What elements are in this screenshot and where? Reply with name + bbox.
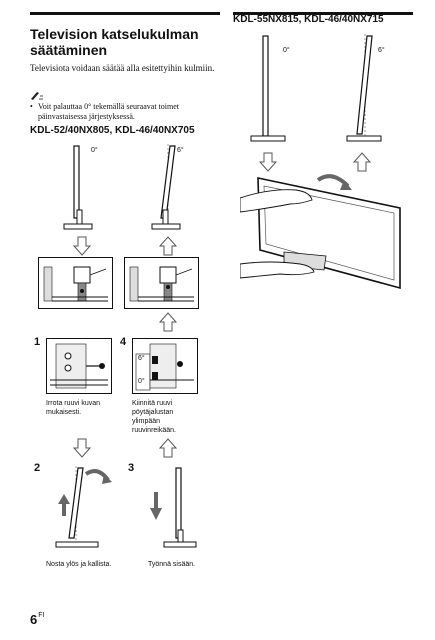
note: • Voit palauttaa 0° tekemällä seuraavat … <box>30 102 220 122</box>
note-pencil-icon <box>31 92 43 100</box>
tilt-tv-hands-figure <box>240 174 401 290</box>
model-title-right: KDL-55NX815, KDL-46/40NX715 <box>233 14 384 25</box>
heading-rule-right <box>233 12 413 15</box>
angle-label-6: 6° <box>378 47 385 54</box>
angle-label-0: 0° <box>91 147 98 154</box>
step2-lift-tilt-figure <box>55 466 112 548</box>
tv-side-0deg <box>63 145 93 230</box>
step3-caption: Työnnä sisään. <box>148 561 196 568</box>
arrow-down-icon <box>72 438 92 458</box>
arrow-down-icon <box>72 236 92 256</box>
model-title-left: KDL-52/40NX805, KDL-46/40NX705 <box>30 125 195 136</box>
note-bullet: • <box>30 102 33 111</box>
tv-side-0deg <box>250 35 286 142</box>
angle-label-0: 0° <box>283 47 290 54</box>
step3-push-in-figure <box>150 467 197 548</box>
tv-side-6deg <box>151 144 181 230</box>
step-number-3: 3 <box>128 462 135 474</box>
arrow-up-icon <box>158 438 178 458</box>
step-number-1: 1 <box>34 336 41 348</box>
stand-detail-6deg <box>124 257 199 309</box>
arrow-up-icon <box>158 236 178 256</box>
intro-text: Televisiota voidaan säätää alla esitetty… <box>30 63 215 73</box>
step1-remove-screw-figure <box>46 338 112 394</box>
note-text: Voit palauttaa 0° tekemällä seuraavat to… <box>38 102 179 121</box>
heading-rule-left <box>30 12 220 15</box>
arrow-up-icon <box>158 312 178 332</box>
step-number-4: 4 <box>120 336 127 348</box>
arrow-up-icon <box>352 152 372 172</box>
page-language: FI <box>38 612 45 619</box>
step1-caption: Irrota ruuvi kuvan mukaisesti. <box>46 400 101 416</box>
left-tv-side-views <box>63 144 181 230</box>
step4-angle-6: 6° <box>138 355 145 362</box>
step4-attach-screw-figure <box>132 338 198 394</box>
page-number: 6FI <box>30 612 44 627</box>
step4-caption: Kiinnitä ruuvi pöytäjalustan ylimpään ru… <box>132 400 176 434</box>
arrow-down-icon <box>258 152 278 172</box>
stand-detail-0deg <box>38 257 113 309</box>
section-title: Television katselukulman säätäminen <box>30 26 199 58</box>
page-number-value: 6 <box>30 612 38 627</box>
angle-label-6: 6° <box>177 147 184 154</box>
step2-caption: Nosta ylös ja kallista. <box>46 561 112 568</box>
right-tv-side-views <box>250 34 382 142</box>
tv-side-6deg <box>346 34 382 142</box>
step-number-2: 2 <box>34 462 41 474</box>
step4-angle-0: 0° <box>138 378 145 385</box>
